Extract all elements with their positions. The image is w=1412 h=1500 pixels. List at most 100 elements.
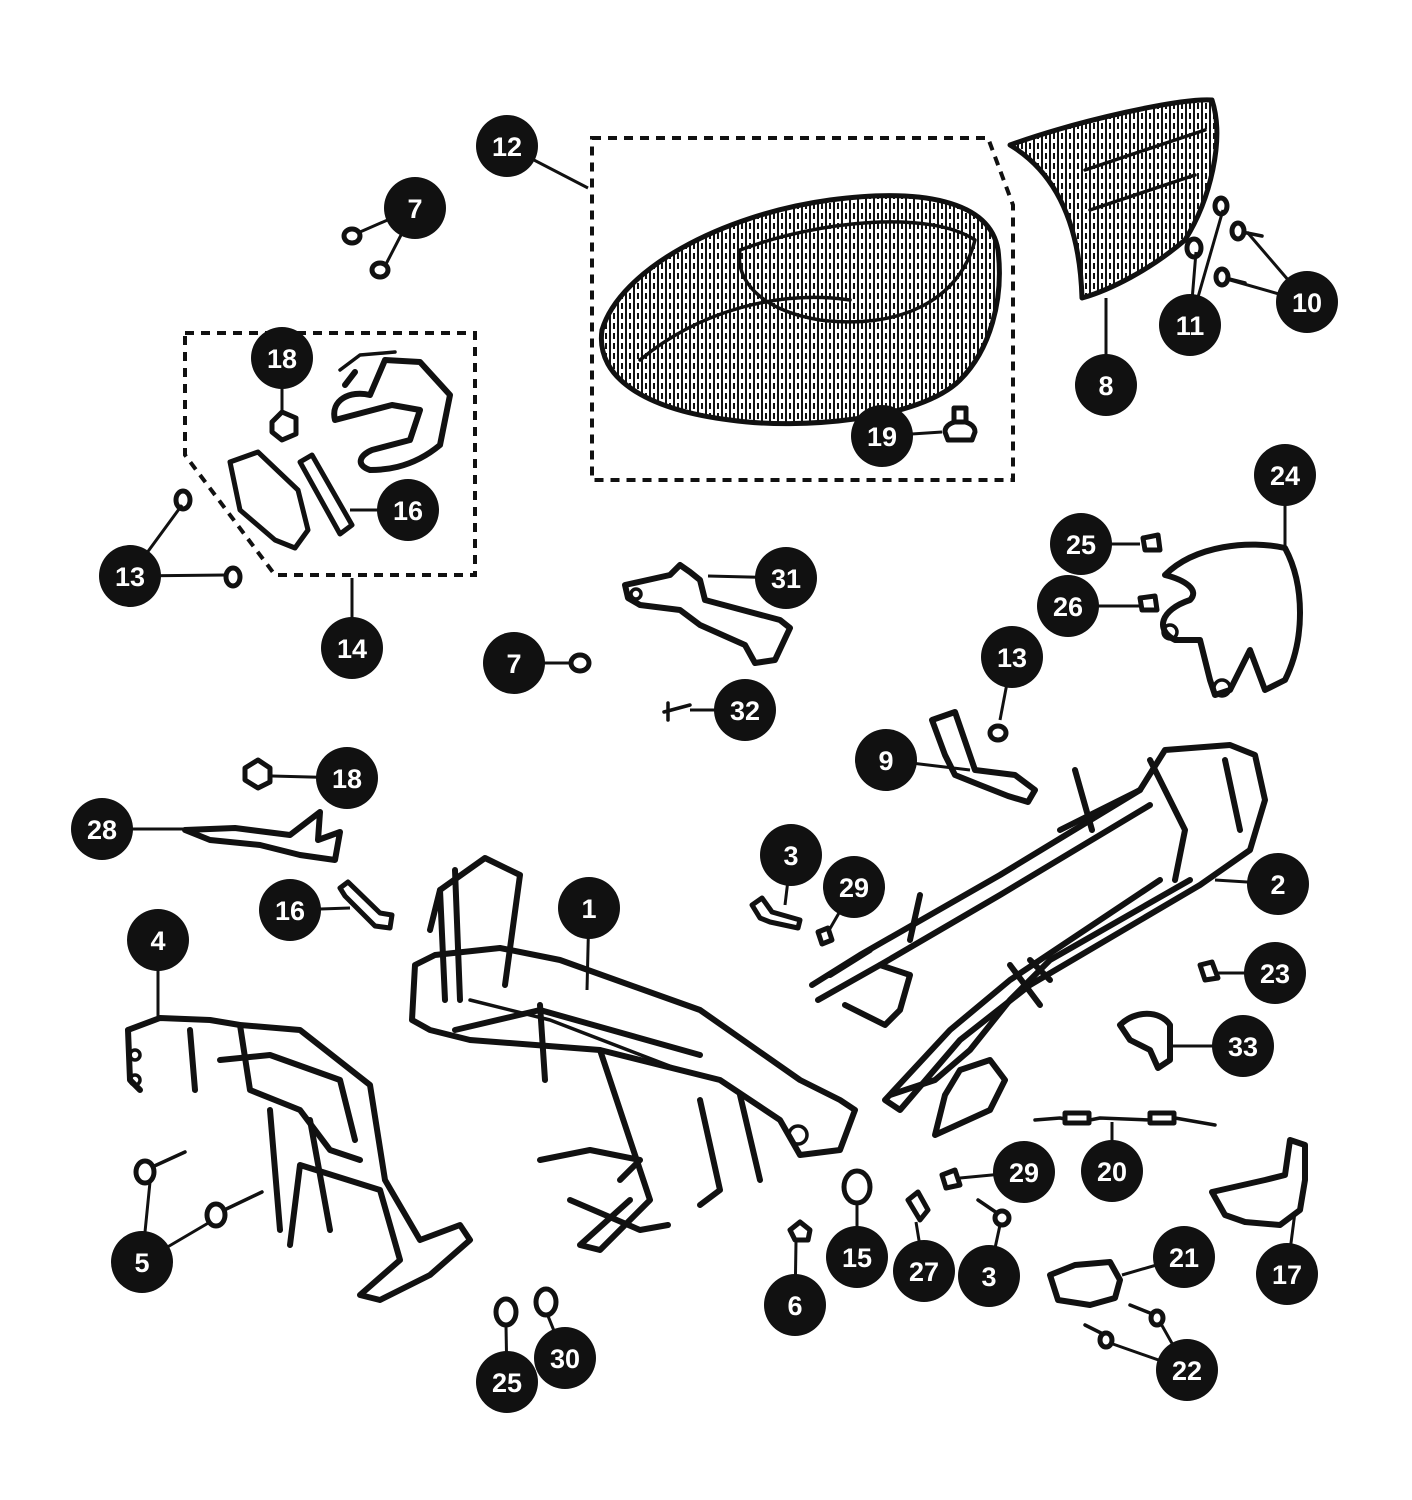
svg-text:28: 28 [87, 815, 117, 845]
callout-18b: 18 [316, 747, 378, 809]
callout-22: 22 [1156, 1339, 1218, 1401]
svg-text:22: 22 [1172, 1356, 1202, 1386]
svg-text:16: 16 [275, 896, 305, 926]
cable [1033, 1110, 1217, 1127]
seat-lock-group-box [183, 331, 477, 577]
callout-12: 12 [476, 115, 538, 177]
callout-33: 33 [1212, 1015, 1274, 1077]
seat-bump-stop [942, 405, 978, 443]
svg-text:15: 15 [842, 1243, 872, 1273]
callout-6: 6 [764, 1274, 826, 1336]
stand-bolt [148, 1150, 187, 1170]
svg-text:23: 23 [1260, 959, 1290, 989]
callout-16a: 16 [377, 479, 439, 541]
callout-31: 31 [755, 547, 817, 609]
side-bracket [929, 709, 1038, 805]
latch-nut [269, 409, 299, 443]
svg-text:3: 3 [981, 1262, 996, 1292]
callout-3b: 3 [958, 1245, 1020, 1307]
svg-text:20: 20 [1097, 1157, 1127, 1187]
callout-8: 8 [1075, 354, 1137, 416]
bolt-head [1148, 1308, 1166, 1328]
callout-20: 20 [1081, 1140, 1143, 1202]
svg-text:32: 32 [730, 696, 760, 726]
seat-latch-plate [227, 449, 311, 551]
svg-text:14: 14 [337, 634, 367, 664]
main-frame [409, 855, 858, 1253]
callout-26: 26 [1037, 575, 1099, 637]
grommet [369, 260, 391, 280]
callout-4: 4 [127, 909, 189, 971]
washer [173, 488, 193, 512]
screw [1137, 593, 1160, 613]
svg-text:18: 18 [267, 344, 297, 374]
seat-assembly-group-box [590, 136, 1015, 482]
svg-text:10: 10 [1292, 288, 1322, 318]
rear-inner-fender [1160, 541, 1303, 698]
callout-30: 30 [534, 1327, 596, 1389]
callout-7a: 7 [384, 177, 446, 239]
washer [223, 565, 243, 589]
clip [493, 1296, 519, 1328]
svg-text:3: 3 [783, 841, 798, 871]
callout-11: 11 [1159, 294, 1221, 356]
clip [1197, 959, 1221, 983]
rear-seat-cowl [1007, 97, 1220, 301]
clip [905, 1189, 931, 1223]
callout-28: 28 [71, 798, 133, 860]
svg-text:13: 13 [115, 562, 145, 592]
bolt [1083, 1303, 1157, 1337]
callout-13a: 13 [99, 545, 161, 607]
latch-pin [297, 452, 355, 537]
svg-text:9: 9 [878, 746, 893, 776]
grommet [568, 652, 592, 674]
stand-bolt-head [204, 1201, 228, 1229]
svg-text:16: 16 [393, 496, 423, 526]
callout-21: 21 [1153, 1226, 1215, 1288]
svg-text:29: 29 [839, 873, 869, 903]
svg-text:25: 25 [1066, 530, 1096, 560]
bolt [662, 701, 692, 722]
bolt-head [1097, 1330, 1115, 1350]
callout-25b: 25 [476, 1351, 538, 1413]
callout-17: 17 [1256, 1243, 1318, 1305]
stand-arm [182, 809, 343, 863]
callout-29b: 29 [993, 1141, 1055, 1203]
svg-text:25: 25 [492, 1368, 522, 1398]
callout-13b: 13 [981, 626, 1043, 688]
footrest-bracket [1209, 1137, 1308, 1228]
mount-plate [1047, 1259, 1123, 1308]
callout-24: 24 [1254, 444, 1316, 506]
svg-text:6: 6 [787, 1291, 802, 1321]
callout-23: 23 [1244, 942, 1306, 1004]
seat-lock-bracket [331, 350, 453, 473]
callout-5: 5 [111, 1231, 173, 1293]
svg-text:31: 31 [771, 564, 801, 594]
svg-text:13: 13 [997, 643, 1027, 673]
svg-text:30: 30 [550, 1344, 580, 1374]
svg-text:21: 21 [1169, 1243, 1199, 1273]
callout-19: 19 [851, 405, 913, 467]
callout-1: 1 [558, 877, 620, 939]
stand-bolt [218, 1190, 264, 1214]
clip [533, 1286, 559, 1318]
callout-15: 15 [826, 1226, 888, 1288]
mounting-bracket [622, 562, 793, 666]
svg-text:11: 11 [1176, 311, 1205, 341]
svg-text:26: 26 [1053, 592, 1083, 622]
nut [939, 1167, 963, 1191]
stand-bolt-head [133, 1158, 157, 1186]
bracket [1117, 1010, 1173, 1071]
callout-9: 9 [855, 729, 917, 791]
svg-text:1: 1 [581, 894, 596, 924]
svg-text:18: 18 [332, 764, 362, 794]
callout-markers: 12 7 8 11 10 19 18 16 13 14 31 24 25 26 … [71, 115, 1338, 1413]
svg-text:2: 2 [1270, 870, 1285, 900]
callout-27: 27 [893, 1240, 955, 1302]
callout-32: 32 [714, 679, 776, 741]
grommet [987, 723, 1009, 743]
svg-text:27: 27 [909, 1257, 939, 1287]
seat [598, 193, 1002, 427]
nut [242, 757, 273, 791]
